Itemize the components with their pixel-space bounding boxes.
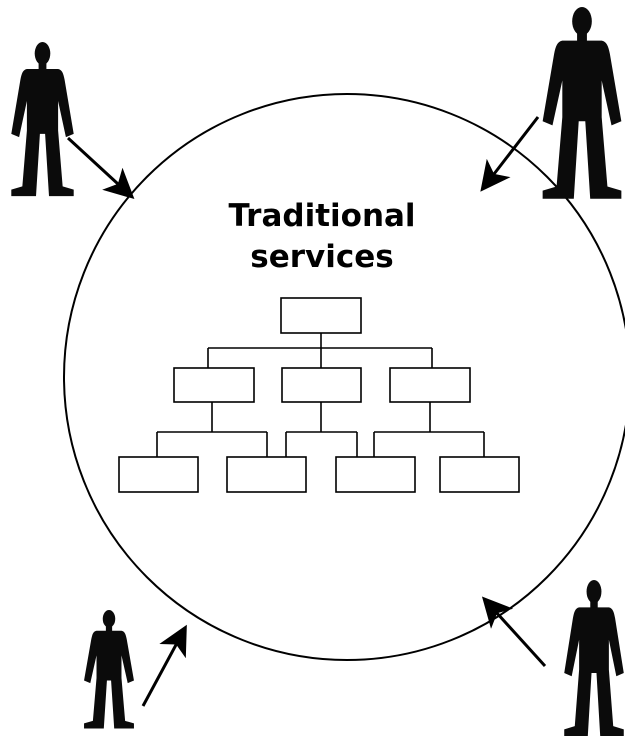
org-box-level3-1 bbox=[118, 456, 199, 493]
person-bottom-right-icon bbox=[564, 580, 624, 736]
diagram-title-line-2: services bbox=[250, 239, 393, 275]
hierarchy-connectors bbox=[156, 333, 485, 457]
org-box-level2-2 bbox=[281, 367, 362, 403]
org-box-level3-4 bbox=[439, 456, 520, 493]
org-box-level2-1 bbox=[173, 367, 255, 403]
person-top-left-icon bbox=[11, 42, 74, 197]
org-box-level2-3 bbox=[389, 367, 471, 403]
org-box-top bbox=[280, 297, 362, 334]
org-box-level3-2 bbox=[226, 456, 307, 493]
arrow-top-left bbox=[66, 136, 135, 200]
services-boundary-circle bbox=[63, 93, 625, 661]
diagram-title-line-1: Traditional bbox=[228, 198, 415, 234]
arrow-bottom-left bbox=[141, 624, 187, 707]
arrow-top-right bbox=[480, 116, 540, 192]
org-box-level3-3 bbox=[335, 456, 416, 493]
person-top-right-icon bbox=[542, 7, 622, 199]
arrow-bottom-right bbox=[481, 596, 547, 668]
person-bottom-left-icon bbox=[84, 610, 134, 729]
